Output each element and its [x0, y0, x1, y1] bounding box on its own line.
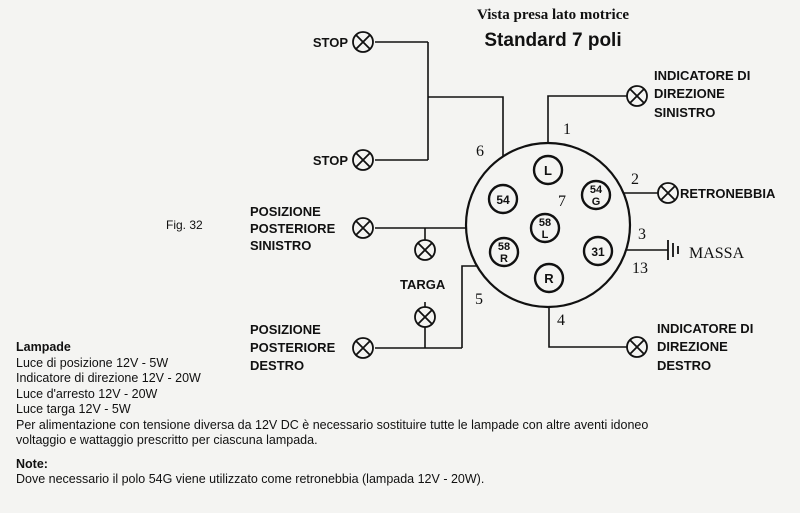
pin-labels: L 54 G 31 R 58 R 54 58 L [496, 163, 605, 286]
lamp-stop-2-icon [352, 149, 374, 171]
pin-58L-label-bottom: L [542, 229, 549, 241]
pin-58R-label-bottom: R [500, 253, 508, 265]
lamp-pos-dx-icon [352, 337, 374, 359]
lampade-line-5: Per alimentazione con tensione diversa d… [16, 417, 649, 432]
pin-58L-label-top: 58 [539, 217, 551, 229]
lampade-line-3: Luce d'arresto 12V - 20W [16, 386, 158, 401]
pin-54-label: 54 [496, 193, 510, 207]
label-ind-dx-line1: INDICATORE DI [657, 321, 753, 336]
pin-R-label: R [544, 271, 554, 286]
pin-L [532, 154, 564, 186]
label-ind-sx-line3: SINISTRO [654, 105, 715, 120]
left-labels: STOP STOP POSIZIONE POSTERIORE SINISTRO … [250, 35, 446, 373]
note-text: Dove necessario il polo 54G viene utiliz… [16, 472, 485, 486]
lampade-line-2: Indicatore di direzione 12V - 20W [16, 371, 201, 385]
wire-stop-to-54 [428, 96, 504, 180]
lampade-line-1: Luce di posizione 12V - 5W [16, 355, 169, 370]
pin-number-1: 1 [563, 121, 571, 138]
lamp-targa-lower-icon [414, 306, 436, 328]
right-labels: INDICATORE DI DIREZIONE SINISTRO RETRONE… [654, 68, 776, 373]
pin-58R-label-top: 58 [498, 241, 510, 253]
label-pos-sx-line1: POSIZIONE [250, 204, 321, 219]
label-ind-dx-line2: DIREZIONE [657, 339, 728, 354]
label-ind-sx-line2: DIREZIONE [654, 86, 725, 101]
lampade-title: Lampade [16, 340, 71, 354]
pin-54G-label-bottom: G [592, 196, 601, 208]
pin-58L [529, 212, 561, 244]
notes-block: Lampade Luce di posizione 12V - 5W Indic… [16, 340, 796, 488]
ground-symbol [667, 240, 679, 260]
pin-number-4: 4 [557, 312, 565, 329]
label-pos-sx-line2: POSTERIORE [250, 221, 336, 236]
page-subtitle: Standard 7 poli [484, 30, 621, 51]
label-massa: MASSA [689, 245, 745, 262]
lamp-stop-1-icon [352, 31, 374, 53]
label-pos-dx-line3: DESTRO [250, 358, 304, 373]
label-ind-dx-line3: DESTRO [657, 358, 711, 373]
page-title: Vista presa lato motrice [477, 7, 629, 23]
label-pos-dx-line2: POSTERIORE [250, 340, 336, 355]
label-stop-2: STOP [313, 153, 348, 168]
pin-31 [582, 235, 614, 267]
lamp-ind-dx-icon [626, 336, 648, 358]
pin-number-3: 3 [638, 226, 646, 243]
lamp-retronebbia-icon [657, 182, 679, 204]
lampade-line-4: Luce targa 12V - 5W [16, 402, 131, 416]
pin-R [533, 262, 565, 294]
pin-number-13: 13 [632, 260, 648, 277]
wire-ind-sx-to-L [547, 95, 637, 158]
socket [464, 141, 632, 309]
label-targa: TARGA [400, 277, 446, 292]
label-pos-dx-line1: POSIZIONE [250, 322, 321, 337]
note-title: Note: [16, 456, 48, 471]
label-retronebbia: RETRONEBBIA [680, 186, 776, 201]
label-stop-1: STOP [313, 35, 348, 50]
pin-number-7: 7 [558, 193, 566, 210]
pin-58R [488, 236, 520, 268]
pin-L-label: L [544, 163, 552, 178]
figure-label: Fig. 32 [166, 218, 203, 232]
pin-54G [580, 179, 612, 211]
label-ind-sx-line1: INDICATORE DI [654, 68, 750, 83]
pin-number-2: 2 [631, 171, 639, 188]
lamp-pos-sx-icon [352, 217, 374, 239]
wire-ind-dx-to-R [548, 292, 637, 348]
pin-number-6: 6 [476, 143, 484, 160]
lamp-targa-upper-icon [414, 239, 436, 261]
pin-number-5: 5 [475, 291, 483, 308]
pin-31-label: 31 [591, 245, 605, 259]
pin-numbers: 1 2 3 13 4 5 6 7 [475, 121, 648, 329]
pin-54G-label-top: 54 [590, 184, 603, 196]
lamps [352, 31, 679, 359]
lampade-line-6: voltaggio e wattaggio prescritto per cia… [16, 433, 318, 447]
lamp-ind-sx-icon [626, 85, 648, 107]
label-pos-sx-line3: SINISTRO [250, 238, 311, 253]
pin-54 [487, 183, 519, 215]
